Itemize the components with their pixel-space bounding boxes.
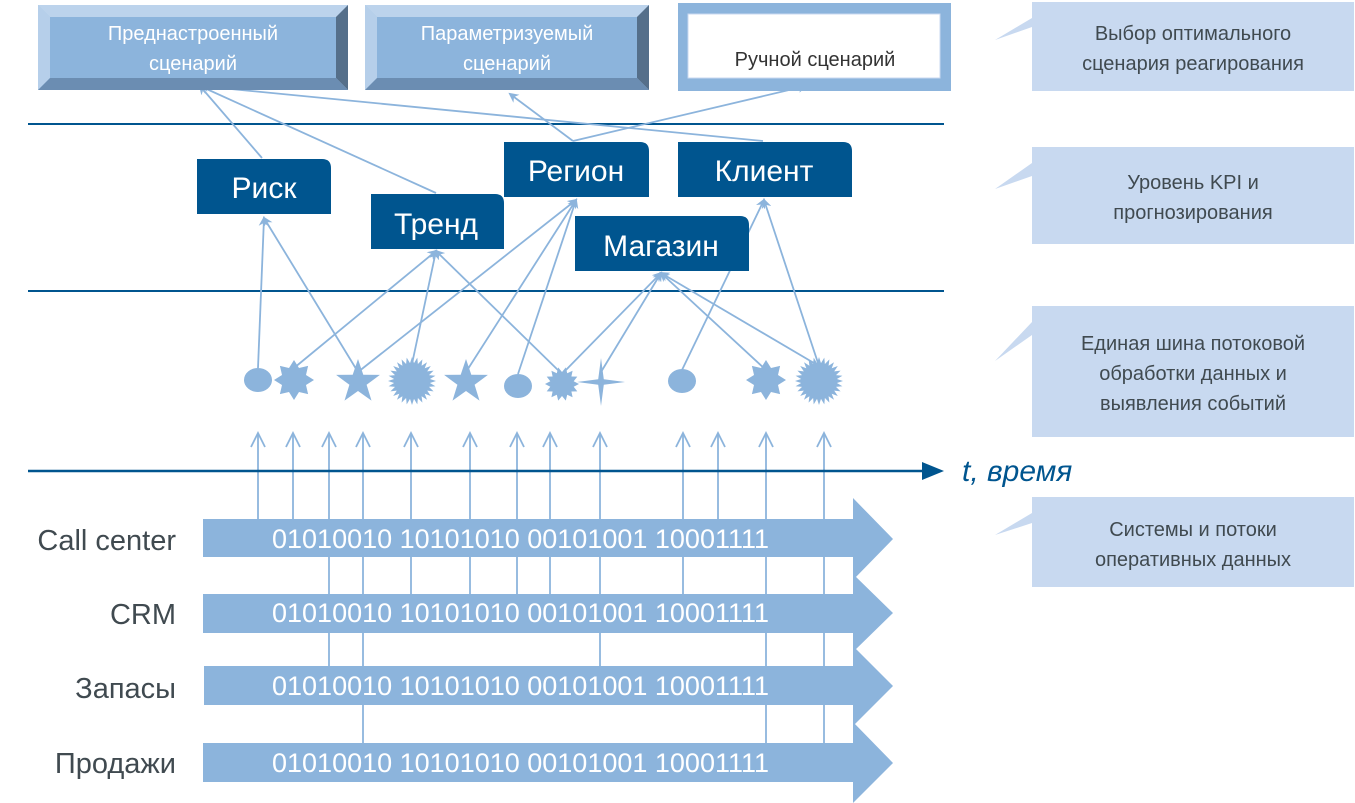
stream-sales-label: Продажи bbox=[55, 748, 176, 780]
event-burst-small-icon bbox=[545, 367, 579, 401]
time-axis: t, время bbox=[28, 455, 1072, 488]
event-arrow-head-icon bbox=[285, 430, 301, 448]
event-star5-icon bbox=[336, 359, 380, 401]
kpi-box-client: Клиент bbox=[678, 142, 852, 197]
link-line bbox=[659, 271, 767, 371]
scenario-manual-label: Ручной сценарий bbox=[735, 49, 896, 71]
event-arrow-head-icon bbox=[542, 430, 558, 448]
scenario-predefined-line1: Преднастроенный bbox=[108, 23, 278, 45]
callout-event-bus-level: Единая шина потоковой обработки данных и… bbox=[995, 306, 1354, 437]
link-line bbox=[508, 92, 574, 142]
event-arrow-head-icon bbox=[250, 430, 266, 448]
callout-event-bus-line2: обработки данных и bbox=[1099, 363, 1287, 385]
event-star5-icon bbox=[444, 359, 488, 401]
link-line bbox=[681, 198, 766, 371]
event-arrow-head-icon bbox=[462, 430, 478, 448]
event-arrow-head-icon bbox=[509, 430, 525, 448]
event-arrow-head-icon bbox=[321, 430, 337, 448]
stream-crm-label: CRM bbox=[110, 599, 176, 631]
kpi-store-label: Магазин bbox=[603, 230, 719, 263]
stream-crm-bits: 01010010 10101010 00101001 10001111 bbox=[272, 598, 769, 628]
link-line bbox=[761, 198, 820, 367]
time-axis-arrowhead-icon bbox=[922, 462, 944, 480]
link-line bbox=[434, 249, 563, 375]
kpi-client-label: Клиент bbox=[715, 155, 814, 188]
link-line bbox=[411, 249, 440, 365]
event-ellipse-icon bbox=[244, 368, 272, 392]
scenario-manual: Ручной сценарий bbox=[678, 3, 951, 91]
event-shapes bbox=[244, 357, 843, 406]
event-star8-icon bbox=[274, 360, 314, 400]
scenario-parametrized-line1: Параметризуемый bbox=[421, 23, 594, 45]
event-arrow-head-icon bbox=[403, 430, 419, 448]
scenario-predefined: Преднастроенный сценарий bbox=[38, 5, 348, 90]
event-arrows bbox=[250, 430, 832, 519]
event-star4-icon bbox=[577, 358, 625, 406]
link-line bbox=[572, 82, 808, 142]
link-line bbox=[517, 198, 579, 375]
callout-kpi-line1: Уровень KPI и bbox=[1127, 172, 1259, 194]
callout-kpi-level: Уровень KPI и прогнозирования bbox=[995, 147, 1354, 244]
kpi-box-trend: Тренд bbox=[371, 194, 504, 249]
callout-systems-line1: Системы и потоки bbox=[1109, 519, 1277, 541]
kpi-region-label: Регион bbox=[528, 155, 624, 188]
stream-call-center: Call center 01010010 10101010 00101001 1… bbox=[37, 498, 893, 580]
link-line bbox=[257, 216, 269, 369]
event-arrow-head-icon bbox=[675, 430, 691, 448]
link-line bbox=[293, 249, 438, 369]
event-arrow-head-icon bbox=[710, 430, 726, 448]
stream-call-center-label: Call center bbox=[37, 525, 176, 557]
scenario-predefined-line2: сценарий bbox=[149, 53, 237, 75]
stream-call-center-bits: 01010010 10101010 00101001 10001111 bbox=[272, 524, 769, 554]
link-line bbox=[262, 216, 359, 373]
event-burst-icon bbox=[388, 357, 436, 405]
event-burst-icon bbox=[795, 357, 843, 405]
link-line bbox=[659, 271, 820, 367]
callout-systems-line2: оперативных данных bbox=[1095, 549, 1291, 571]
callout-scenario-line1: Выбор оптимального bbox=[1095, 23, 1291, 45]
callout-event-bus-line3: выявления событий bbox=[1100, 393, 1286, 415]
callout-event-bus-line1: Единая шина потоковой bbox=[1081, 333, 1305, 355]
link-line bbox=[465, 198, 578, 373]
event-arrow-head-icon bbox=[355, 430, 371, 448]
stream-crm: CRM 01010010 10101010 00101001 10001111 bbox=[110, 574, 893, 652]
link-line bbox=[357, 198, 578, 373]
link-line bbox=[198, 84, 263, 159]
callout-scenario-line2: сценария реагирования bbox=[1082, 53, 1304, 75]
stream-sales-bits: 01010010 10101010 00101001 10001111 bbox=[272, 748, 769, 778]
event-arrow-head-icon bbox=[592, 430, 608, 448]
kpi-box-store: Магазин bbox=[575, 216, 749, 271]
event-ellipse-icon bbox=[504, 374, 532, 398]
kpi-trend-label: Тренд bbox=[394, 208, 478, 241]
kpi-risk-label: Риск bbox=[232, 172, 298, 205]
connection-links bbox=[198, 81, 820, 375]
event-arrow-head-icon bbox=[758, 430, 774, 448]
stream-connectors bbox=[328, 557, 825, 743]
link-line bbox=[600, 271, 663, 373]
event-star8-icon bbox=[746, 360, 786, 400]
stream-stock: Запасы 01010010 10101010 00101001 100011… bbox=[75, 646, 893, 726]
data-streams: Call center 01010010 10101010 00101001 1… bbox=[37, 498, 893, 803]
kpi-box-risk: Риск bbox=[197, 159, 331, 214]
link-line bbox=[561, 271, 663, 375]
link-line bbox=[198, 84, 437, 194]
event-arrow-head-icon bbox=[816, 430, 832, 448]
callout-systems-level: Системы и потоки оперативных данных bbox=[995, 497, 1354, 587]
callout-scenario-level: Выбор оптимального сценария реагирования bbox=[995, 2, 1354, 91]
event-ellipse-icon bbox=[668, 369, 696, 393]
link-line bbox=[198, 81, 764, 142]
stream-stock-label: Запасы bbox=[75, 673, 176, 705]
kpi-box-region: Регион bbox=[504, 142, 649, 197]
scenario-parametrized-line2: сценарий bbox=[463, 53, 551, 75]
time-axis-label: t, время bbox=[962, 455, 1072, 488]
stream-sales: Продажи 01010010 10101010 00101001 10001… bbox=[55, 722, 893, 803]
scenario-parametrized: Параметризуемый сценарий bbox=[365, 5, 649, 90]
stream-stock-bits: 01010010 10101010 00101001 10001111 bbox=[272, 671, 769, 701]
callout-kpi-line2: прогнозирования bbox=[1113, 202, 1272, 224]
